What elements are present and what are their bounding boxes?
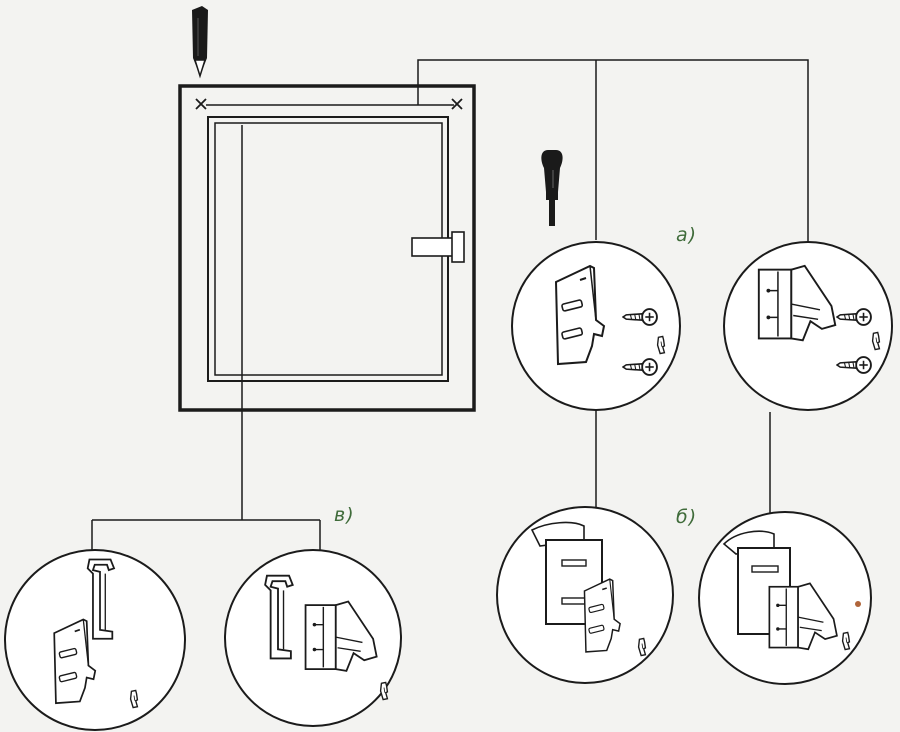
window-handle bbox=[411, 231, 465, 263]
label-a: а) bbox=[676, 224, 698, 246]
bracket-clip-icon bbox=[379, 681, 389, 701]
detail-circle-a2 bbox=[723, 241, 893, 411]
detail-circle-b2 bbox=[698, 511, 872, 685]
detail-circle-b1 bbox=[496, 506, 674, 684]
connector-lines bbox=[91, 59, 809, 550]
pencil-icon bbox=[192, 6, 208, 79]
label-v: в) bbox=[334, 504, 355, 526]
label-b: б) bbox=[676, 506, 698, 528]
marking-line bbox=[195, 98, 463, 110]
detail-circle-v1 bbox=[4, 549, 186, 731]
detail-circle-v2 bbox=[224, 549, 402, 727]
detail-circle-a1 bbox=[511, 241, 681, 411]
screwdriver-icon bbox=[541, 150, 563, 226]
